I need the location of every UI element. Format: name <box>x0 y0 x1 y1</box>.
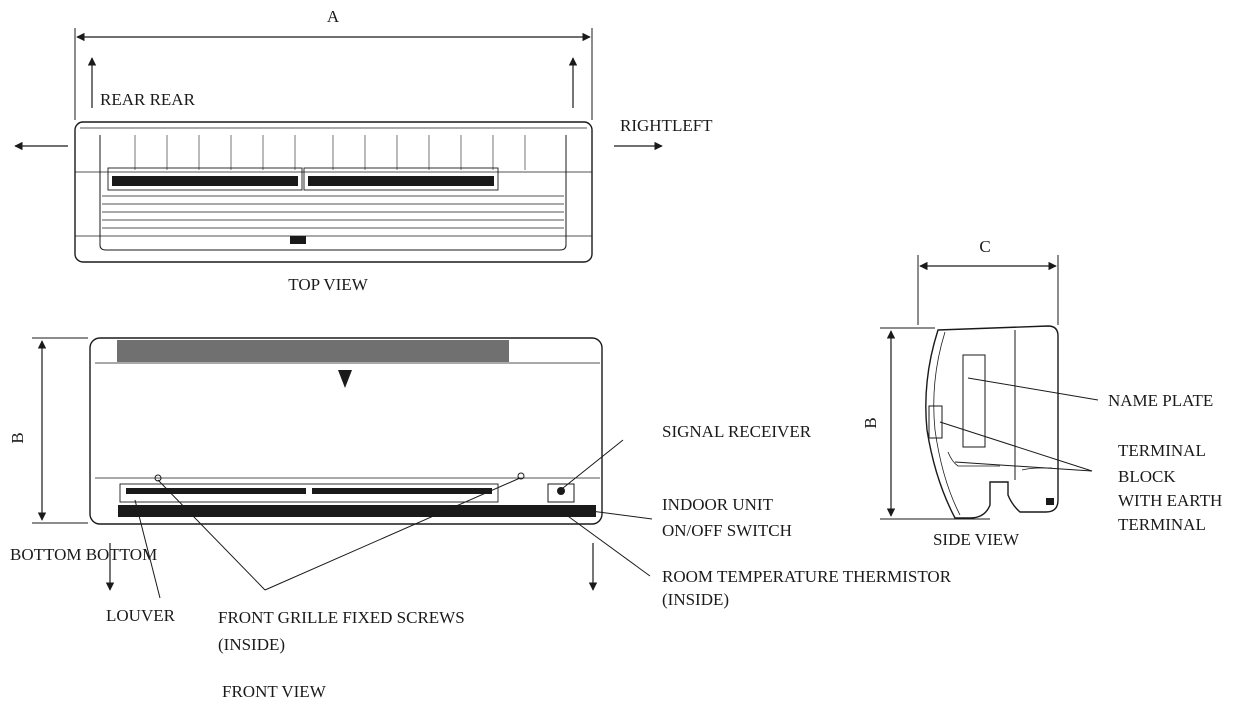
terminal-label-1: TERMINAL <box>1118 441 1206 460</box>
side-view-unit <box>925 325 1059 519</box>
screw-leader-right <box>264 477 521 591</box>
terminal-label-4: TERMINAL <box>1118 515 1206 534</box>
dimension-b-side: B <box>861 327 990 520</box>
terminal-label-3: WITH EARTH <box>1118 491 1222 510</box>
dimension-b-front-label: B <box>8 432 27 443</box>
onoff-switch-leader <box>567 507 653 520</box>
terminal-leader-1 <box>939 421 1093 472</box>
right-left-label: RIGHTLEFT <box>620 116 713 135</box>
top-view: A REAR REAR RIGHTLEFT <box>14 7 713 294</box>
dimension-c-label: C <box>979 237 990 256</box>
side-view-title: SIDE VIEW <box>933 530 1020 549</box>
bottom-label: BOTTOM BOTTOM <box>10 545 157 564</box>
screws-label-2: (INSIDE) <box>218 635 285 654</box>
thermistor-leader <box>564 513 651 577</box>
screws-label-1: FRONT GRILLE FIXED SCREWS <box>218 608 465 627</box>
side-view: C B NAME PLATE TERMINAL BLOCK WITH EA <box>861 237 1222 549</box>
name-plate-leader <box>967 377 1099 401</box>
signal-receiver-dot <box>557 487 565 495</box>
top-view-title: TOP VIEW <box>288 275 368 294</box>
thermistor-label-2: (INSIDE) <box>662 590 729 609</box>
dimension-b-side-label: B <box>861 417 880 428</box>
thermistor-label-1: ROOM TEMPERATURE THERMISTOR <box>662 567 952 586</box>
signal-receiver-label: SIGNAL RECEIVER <box>662 422 812 441</box>
louver-leader <box>134 499 161 599</box>
screw-leader-left <box>157 479 266 591</box>
signal-receiver-leader <box>562 439 624 489</box>
onoff-switch-label-2: ON/OFF SWITCH <box>662 521 792 540</box>
dimension-b-front: B <box>8 337 88 524</box>
dimension-a: A <box>74 7 593 120</box>
terminal-leader-2 <box>954 461 1093 472</box>
rear-label: REAR REAR <box>100 90 196 109</box>
front-view-title: FRONT VIEW <box>222 682 327 701</box>
terminal-label-2: BLOCK <box>1118 467 1176 486</box>
front-view: B BOTTOM BOTTOM SIGNAL <box>8 337 952 701</box>
dimension-c: C <box>917 237 1059 325</box>
top-view-unit <box>74 121 593 263</box>
dimension-a-label: A <box>327 7 340 26</box>
front-view-unit <box>89 337 603 525</box>
name-plate-label: NAME PLATE <box>1108 391 1213 410</box>
louver-label: LOUVER <box>106 606 176 625</box>
onoff-switch-label-1: INDOOR UNIT <box>662 495 774 514</box>
